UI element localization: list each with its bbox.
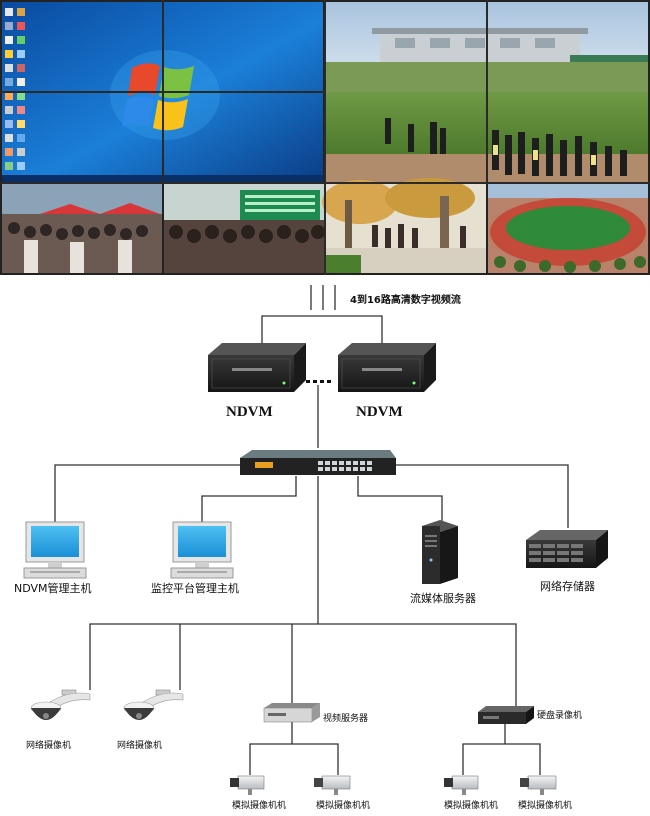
connection-lines — [54, 285, 569, 775]
analog-camera-2-label: 模拟摄像机机 — [316, 801, 371, 811]
ndvm-label-2: NDVM — [356, 404, 403, 420]
monitor-host-computer — [170, 521, 234, 579]
storage-label: 网络存储器 — [540, 580, 595, 593]
windows-logo-icon — [110, 50, 220, 140]
ndvm-label-1: NDVM — [226, 404, 273, 420]
ip-dome-camera-2 — [123, 689, 184, 720]
network-switch — [240, 450, 396, 475]
dvr-label: 硬盘录像机 — [537, 711, 583, 721]
stream-label: 4到16路高清数字视频流 — [350, 295, 461, 306]
analog-camera-2 — [314, 775, 351, 795]
tile-running-track — [488, 184, 648, 273]
analog-camera-3-label: 模拟摄像机机 — [444, 801, 499, 811]
desktop-icons-column — [5, 8, 25, 170]
analog-camera-1 — [230, 775, 265, 795]
ndvm-host-computer — [23, 521, 87, 579]
video-wall-grid — [0, 0, 650, 275]
ndvm-device-1 — [208, 343, 306, 392]
media-server-label: 流媒体服务器 — [410, 592, 476, 605]
analog-camera-1-label: 模拟摄像机机 — [232, 801, 287, 811]
ip-camera-2-label: 网络摄像机 — [117, 741, 163, 751]
analog-camera-3 — [444, 775, 479, 795]
video-server-device — [263, 703, 320, 723]
tile-ticket-hall — [164, 184, 325, 273]
network-storage-device — [526, 530, 608, 568]
analog-camera-4 — [520, 775, 557, 795]
ip-dome-camera-1 — [30, 689, 91, 720]
ndvm-host-label: NDVM管理主机 — [14, 582, 92, 595]
dvr-device — [478, 706, 534, 724]
ndvm-ellipsis — [306, 380, 331, 383]
ndvm-device-2 — [338, 343, 436, 392]
ip-camera-1-label: 网络摄像机 — [26, 741, 72, 751]
tile-tree-path — [322, 178, 486, 273]
monitor-host-label: 监控平台管理主机 — [151, 582, 239, 595]
video-wall — [0, 0, 650, 275]
video-server-label: 视频服务器 — [323, 714, 369, 724]
analog-camera-4-label: 模拟摄像机机 — [518, 801, 573, 811]
tile-crowd-event — [2, 184, 162, 273]
media-server-tower — [422, 520, 458, 584]
